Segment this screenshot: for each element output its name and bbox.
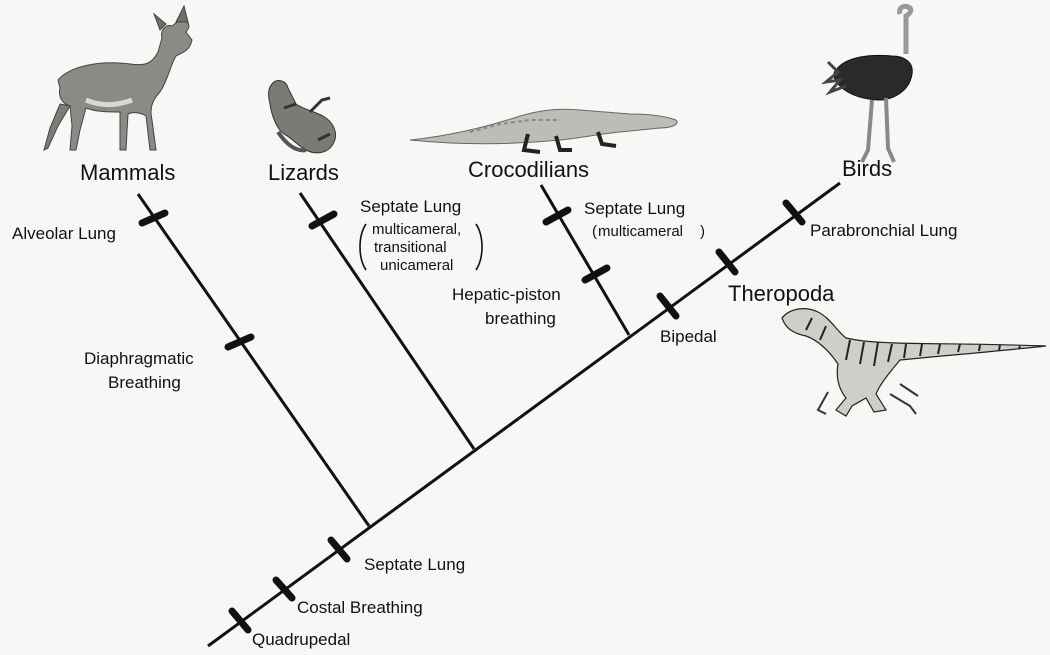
taxon-label-crocodilians: Crocodilians	[468, 157, 589, 182]
label-diaphragmatic-line2: Breathing	[108, 373, 181, 392]
taxon-label-lizards: Lizards	[268, 160, 339, 185]
tick-diaphragmatic	[228, 337, 251, 347]
main-stem	[208, 183, 840, 646]
label-quadrupedal: Quadrupedal	[252, 630, 350, 649]
lizard-illustration	[269, 81, 336, 153]
label-bipedal: Bipedal	[660, 327, 717, 346]
label-croc-septate: Septate Lung	[584, 199, 685, 218]
label-alveolar-lung: Alveolar Lung	[12, 224, 116, 243]
label-hepatic-line1: Hepatic-piston	[452, 285, 561, 304]
ostrich-illustration	[826, 6, 912, 162]
label-croc-note-open: (	[592, 223, 597, 240]
label-lizard-note-2: transitional	[374, 239, 447, 256]
label-septate-lung-base: Septate Lung	[364, 555, 465, 574]
bracket-right	[476, 224, 482, 270]
label-diaphragmatic-line1: Diaphragmatic	[84, 349, 194, 368]
tick-septate-lung-base	[331, 540, 347, 559]
deer-illustration	[44, 6, 192, 150]
bracket-left	[360, 224, 366, 270]
crocodile-illustration	[410, 109, 677, 152]
label-parabronchial: Parabronchial Lung	[810, 221, 957, 240]
theropod-illustration	[782, 309, 1046, 416]
label-lizard-note-1: multicameral,	[372, 221, 461, 238]
label-lizard-note-3: unicameral	[380, 257, 453, 274]
label-croc-note-close: )	[700, 223, 705, 240]
label-lizard-septate: Septate Lung	[360, 197, 461, 216]
taxon-label-theropoda: Theropoda	[728, 281, 835, 306]
label-hepatic-line2: breathing	[485, 309, 556, 328]
label-croc-note: multicameral	[598, 223, 683, 240]
taxon-label-mammals: Mammals	[80, 160, 175, 185]
label-costal-breathing: Costal Breathing	[297, 598, 423, 617]
cladogram-tree	[138, 183, 840, 646]
taxon-label-birds: Birds	[842, 156, 892, 181]
tick-alveolar-lung	[142, 213, 165, 223]
character-ticks	[142, 203, 802, 630]
